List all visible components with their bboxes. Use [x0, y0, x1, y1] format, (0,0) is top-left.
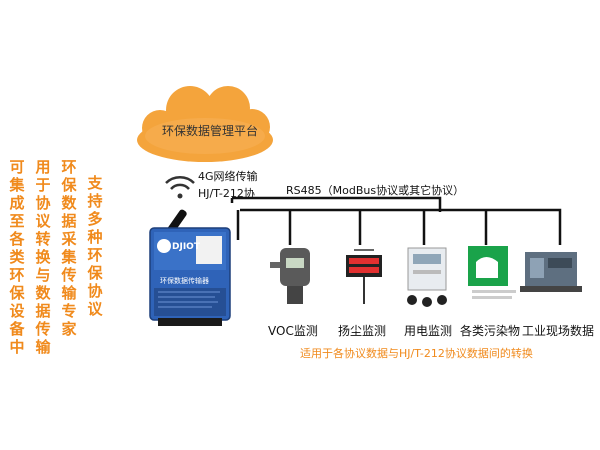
pollution-sign-icon — [468, 246, 516, 299]
cloud-label: 环保数据管理平台 — [161, 124, 258, 138]
wifi-icon — [165, 176, 195, 199]
left-column-3: 环保数据采集传输专家 — [61, 158, 77, 338]
gateway-brand: DJIOT — [172, 242, 200, 252]
device-label-dust: 扬尘监测 — [338, 324, 387, 338]
gateway-name: 环保数据传输器 — [160, 277, 209, 285]
device-label-power: 用电监测 — [404, 324, 453, 338]
left-column-1: 可集成至各类环保设备中 — [9, 158, 25, 356]
rs485-bus — [230, 196, 562, 245]
voc-sensor-icon — [270, 248, 310, 304]
wireless-label: 4G网络传输 — [198, 170, 258, 183]
gateway-device — [149, 227, 231, 326]
power-meter-icon — [407, 247, 447, 307]
bus-label: RS485（ModBus协议或其它协议） — [286, 184, 465, 197]
cloud-shape — [137, 86, 273, 162]
device-label-voc: VOC监测 — [268, 324, 318, 338]
left-column-4: 支持多种环保协议 — [87, 174, 103, 318]
device-label-industrial: 工业现场数据 — [522, 324, 595, 338]
left-column-2: 用于协议转换与数据传输 — [35, 158, 51, 356]
device-label-pollutants: 各类污染物 — [460, 324, 521, 338]
protocol-label: HJ/T-212协 — [198, 187, 255, 200]
conversion-note: 适用于各协议数据与HJ/T-212协议数据间的转换 — [300, 347, 533, 360]
dust-monitor-icon — [346, 249, 382, 304]
industrial-equipment-icon — [520, 252, 582, 292]
